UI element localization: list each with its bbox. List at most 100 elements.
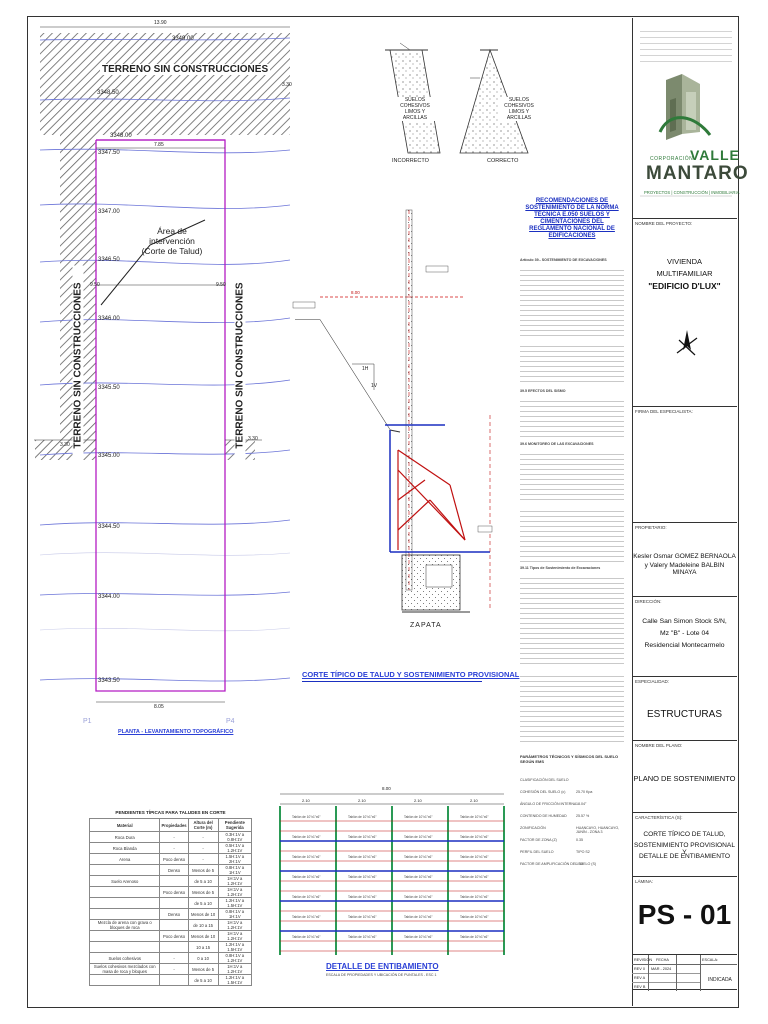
company-logo xyxy=(640,74,732,197)
plank-label: Tablón de 10"x1"x6" xyxy=(460,935,488,939)
titleblock-divider xyxy=(632,18,633,1006)
table-row: Roca Dura--0.3H:1V a 0.8H:1V xyxy=(88,831,253,843)
rec-paragraph-block xyxy=(520,672,624,742)
rec-heading: 39.11 Tipos de Sostenimiento de Excavaci… xyxy=(520,566,601,570)
param-row: COHESIÓN DEL SUELO (c)25.70 Kpa xyxy=(520,790,630,794)
soil-label-correct: SUELOS COHESIVOS LIMOS Y ARCILLAS xyxy=(500,97,538,121)
plank-label: Tablón de 10"x1"x6" xyxy=(348,815,376,819)
brand-tagline: PROYECTOS | CONSTRUCCIÓN | INMOBILIARIA xyxy=(644,190,740,195)
table-cell: Menos de 5 xyxy=(187,864,219,876)
specialty-label: ESPECIALIDAD: xyxy=(635,679,670,684)
plank-label: Tablón de 10"x1"x6" xyxy=(404,875,432,879)
sheet-box: LÁMINA: PS - 01 xyxy=(632,876,737,954)
plank-label: Tablón de 10"x1"x6" xyxy=(460,815,488,819)
corner-p4: P4 xyxy=(226,718,235,725)
plan-name-label: NOMBRE DEL PLANO: xyxy=(635,743,683,748)
rec-paragraph-block xyxy=(520,450,624,502)
table-cell: Poco denso xyxy=(159,853,189,865)
rec-heading: 39.5 EFECTOS DEL SISMO xyxy=(520,389,566,393)
soil-label-incorrect: SUELOS COHESIVOS LIMOS Y ARCILLAS xyxy=(395,97,435,121)
param-key: CONTENIDO DE HUMEDAD xyxy=(520,814,567,818)
plank-label: Tablón de 10"x1"x6" xyxy=(404,895,432,899)
table-cell: 0.5H:1V a 1.2H:1V xyxy=(217,842,253,854)
project-line: "EDIFICIO D'LUX" xyxy=(648,281,721,291)
slope-h: 1H xyxy=(362,366,369,372)
rec-paragraph-block xyxy=(520,266,624,336)
shoring-subtitle: ESCALA DE PROPIEDADES Y UBICACIÓN DE PUN… xyxy=(326,973,437,977)
feature-line: CORTE TÍPICO DE TALUD, xyxy=(643,831,726,838)
table-row: Mezcla de arena con grava o bloques de r… xyxy=(88,919,253,931)
dim-inner: 7.85 xyxy=(154,142,164,148)
table-cell: - xyxy=(159,963,189,975)
param-value: HUANCAYO, HUANCAYO, JUNÍN - ZONA 3 xyxy=(576,826,620,834)
param-value: TIPO S2 xyxy=(576,850,590,854)
section-dim-top: 8.00 xyxy=(351,290,360,295)
company-contact-lines xyxy=(640,26,732,66)
table-cell: Denso xyxy=(159,908,189,920)
rev-date: MAR - 2024 xyxy=(651,967,672,971)
table-cell: 1H:1V a 1.2H:1V xyxy=(217,919,253,931)
plank-label: Tablón de 10"x1"x6" xyxy=(292,855,320,859)
table-cell: 0.8H:1V a 1H:1V xyxy=(217,908,253,920)
rec-paragraph-block xyxy=(520,574,624,666)
contour-label: 3344.50 xyxy=(98,524,120,530)
owner-box: PROPIETARIO: Kesler Osmar GOMEZ BERNAOLA… xyxy=(632,522,737,596)
table-cell: 1H:1V a 1.2H:1V xyxy=(217,875,253,887)
plank-label: Tablón de 10"x1"x6" xyxy=(292,875,320,879)
address-label: DIRECCIÓN: xyxy=(635,599,662,604)
param-key: FACTOR DE ZONA (Z) xyxy=(520,838,557,842)
table-cell: Arena xyxy=(88,853,161,865)
table-header: Pendiente Sugerida xyxy=(217,818,253,832)
table-cell xyxy=(159,897,189,909)
param-value: 25.70 Kpa xyxy=(576,790,593,794)
feature-line: SOSTENIMIENTO PROVISIONAL Y xyxy=(633,842,735,856)
section-title: CORTE TÍPICO DE TALUD Y SOSTENIMIENTO PR… xyxy=(302,670,520,679)
owner-line: Kesler Osmar GOMEZ BERNAOLA xyxy=(633,553,736,560)
params-title: PARÁMETROS TÉCNICOS Y SÍSMICOS DEL SUELO… xyxy=(520,754,619,764)
table-cell xyxy=(88,974,161,986)
plank-label: Tablón de 10"x1"x6" xyxy=(404,835,432,839)
shoring-detail: Tablón de 10"x1"x6" Tablón de 10"x1"x6" Ta… xyxy=(279,793,505,955)
terrain-label-right: TERRENO SIN CONSTRUCCIONES xyxy=(234,265,246,466)
table-cell: 1.2H:1V a 1.5H:1V xyxy=(217,941,253,953)
contour-label: 3348.00 xyxy=(110,133,132,139)
table-cell: Menos de 10 xyxy=(187,930,219,942)
table-cell: 1H:1V a 1.2H:1V xyxy=(217,886,253,898)
param-key: PERFIL DEL SUELO xyxy=(520,850,554,854)
table-header: Propiedades xyxy=(159,818,189,832)
plank-label: Tablón de 10"x1"x6" xyxy=(460,855,488,859)
owner-label: PROPIETARIO: xyxy=(635,525,667,530)
slope-table-title: PENDIENTES TÍPICAS PARA TALUDES EN CORTE xyxy=(115,810,226,815)
section-title-underline xyxy=(302,681,482,682)
rev-row: REV 0 xyxy=(634,967,645,971)
table-cell xyxy=(88,864,161,876)
table-cell: - xyxy=(159,952,189,964)
table-cell: Roca Blanda xyxy=(88,842,161,854)
plank-label: Tablón de 10"x1"x6" xyxy=(348,915,376,919)
table-cell: 0.8H:1V a 1H:1V xyxy=(217,864,253,876)
label-incorrect: INCORRECTO xyxy=(392,158,429,164)
sheet-label: LÁMINA: xyxy=(635,879,654,884)
dim-right: 3.30 xyxy=(282,82,292,88)
table-row: Roca Blanda--0.5H:1V a 1.2H:1V xyxy=(88,842,253,854)
param-value: 1.15 xyxy=(576,862,583,866)
revision-box: REVISIÓN FECHA ESCALA: REV 0 REV A REV B… xyxy=(632,954,737,991)
table-cell: Menos de 5 xyxy=(187,963,219,975)
shoring-col-dim: 2.10 xyxy=(470,798,478,803)
table-cell: - xyxy=(187,853,219,865)
table-cell: 1H:1V a 1.2H:1V xyxy=(217,930,253,942)
slope-v: 1V xyxy=(371,383,378,389)
param-value: 0.35 xyxy=(576,838,583,842)
param-row: FACTOR DE ZONA (Z) 0.35 xyxy=(520,838,630,842)
rev-header: FECHA xyxy=(656,958,669,962)
plank-label: Tablón de 10"x1"x6" xyxy=(404,855,432,859)
address-line: Calle San Simon Stock S/N, xyxy=(642,618,727,625)
recommendations-title: RECOMENDACIONES DE SOSTENIMIENTO DE LA N… xyxy=(525,198,619,239)
terrain-label-top: TERRENO SIN CONSTRUCCIONES xyxy=(100,64,271,75)
param-value: 18.04° xyxy=(576,802,587,806)
